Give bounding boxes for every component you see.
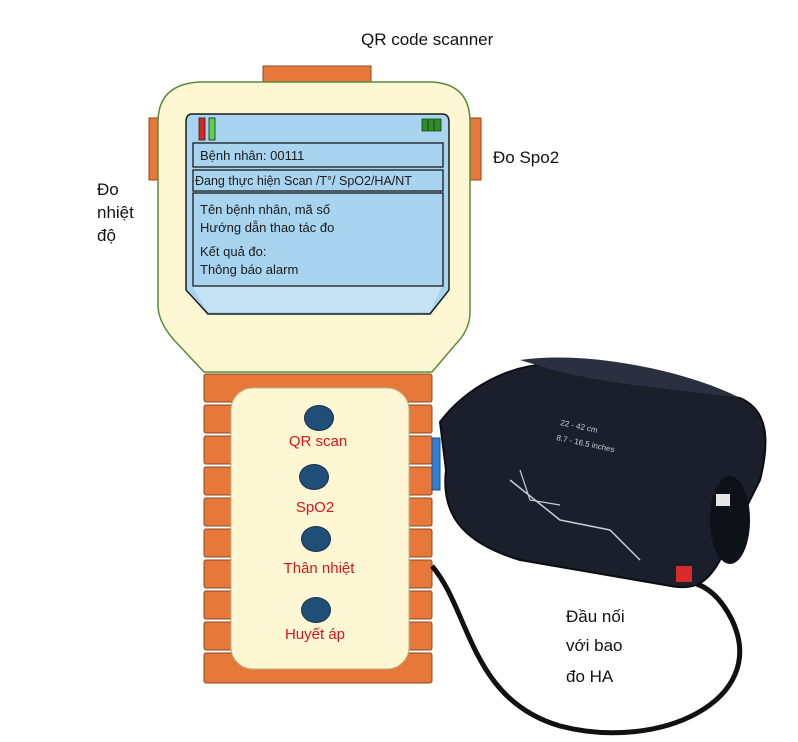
connector-label-line2: với bao	[566, 636, 623, 655]
qr-scan-button[interactable]	[304, 405, 334, 431]
screen-info-line1: Tên bệnh nhân, mã số	[200, 202, 331, 217]
temperature-label-line2: nhiệt	[97, 203, 134, 222]
spo2-button-label: SpO2	[295, 499, 335, 516]
temperature-label-line3: độ	[97, 226, 116, 245]
screen-bottom-band	[192, 286, 442, 312]
screen-result-line2: Thông báo alarm	[200, 262, 299, 277]
connector-port	[431, 437, 441, 491]
spo2-probe-tab	[468, 117, 482, 181]
screen-bezel	[185, 113, 450, 315]
screen-result-line1: Kết quả đo:	[200, 244, 267, 259]
bp-cuff-image: 22 - 42 cm 8.7 - 16.5 inches	[438, 357, 767, 589]
cuff-cable	[430, 564, 742, 736]
temperature-button-label: Thân nhiệt	[283, 560, 355, 577]
screen-status-box	[192, 169, 444, 192]
connector-label-line3: đo HA	[566, 667, 614, 686]
connector-label-line1: Đầu nối	[566, 607, 625, 626]
spo2-button[interactable]	[299, 464, 329, 490]
temperature-button[interactable]	[301, 526, 331, 552]
temperature-label-line1: Đo	[97, 180, 119, 199]
blood-pressure-button[interactable]	[301, 597, 331, 623]
screen-patient-box	[192, 142, 444, 168]
screen-info-line2: Hướng dẫn thao tác đo	[200, 220, 335, 235]
qr-scanner-label: QR code scanner	[361, 30, 494, 49]
battery-icon	[421, 118, 442, 132]
spo2-label: Đo Spo2	[493, 148, 560, 167]
qr-scan-button-label: QR scan	[288, 433, 348, 450]
screen-patient-id: Bệnh nhân: 00111	[200, 148, 305, 163]
blood-pressure-button-label: Huyết áp	[284, 626, 346, 643]
qr-scanner-head	[262, 65, 372, 83]
signal-green-bar	[208, 117, 216, 141]
signal-red-bar	[198, 117, 206, 141]
screen-info-box	[192, 192, 444, 287]
screen-status: Đang thực hiện Scan /T°/ SpO2/HA/NT	[195, 174, 412, 188]
